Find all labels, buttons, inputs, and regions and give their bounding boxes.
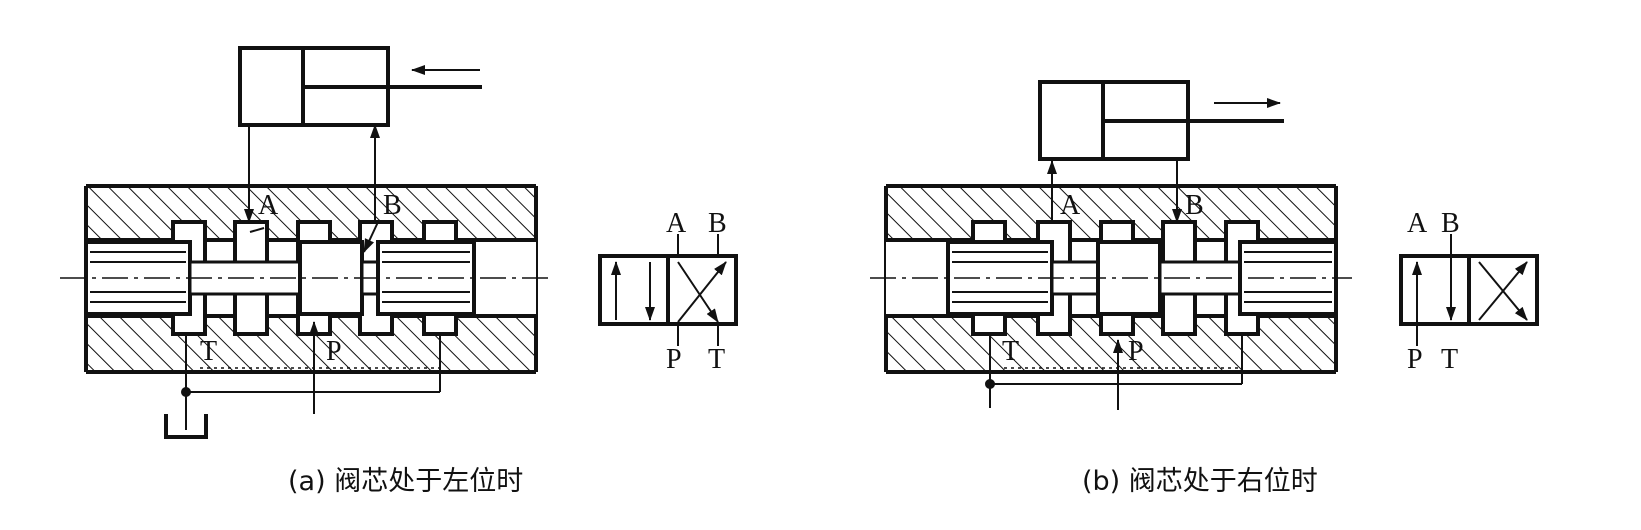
symbol-label-a: A [666, 208, 687, 239]
spool-b [870, 240, 1352, 316]
port-label-t: T [1002, 336, 1019, 367]
port-label-t: T [200, 336, 217, 367]
port-label-p: P [326, 336, 342, 367]
symbol-label-t: T [708, 344, 725, 375]
symbol-label-b: B [1441, 208, 1460, 239]
port-label-p: P [1128, 336, 1144, 367]
port-label-a: A [258, 190, 279, 221]
caption-a: (a) 阀芯处于左位时 [288, 466, 523, 497]
cylinder-a [238, 46, 482, 127]
spool-a [60, 240, 552, 316]
pipes-b [985, 159, 1243, 410]
tank-icon [164, 414, 208, 439]
cylinder-b [1038, 80, 1284, 161]
port-label-b: B [1185, 190, 1204, 221]
diagram-a: A B T P A B P T (a) 阀芯处于左位时 [60, 46, 738, 497]
symbol-label-p: P [1407, 344, 1423, 375]
symbol-label-a: A [1407, 208, 1428, 239]
diagram-b: A B T P A B P T (b) 阀芯处于右位时 [870, 80, 1539, 497]
symbol-label-b: B [708, 208, 727, 239]
symbol-label-p: P [666, 344, 682, 375]
valve-symbol-a: A B P T [598, 208, 738, 375]
symbol-label-t: T [1441, 344, 1458, 375]
caption-b: (b) 阀芯处于右位时 [1082, 466, 1318, 497]
port-label-b: B [383, 190, 402, 221]
valve-symbol-b: A B P T [1399, 208, 1539, 375]
port-label-a: A [1060, 190, 1081, 221]
pipes-a [164, 124, 441, 439]
